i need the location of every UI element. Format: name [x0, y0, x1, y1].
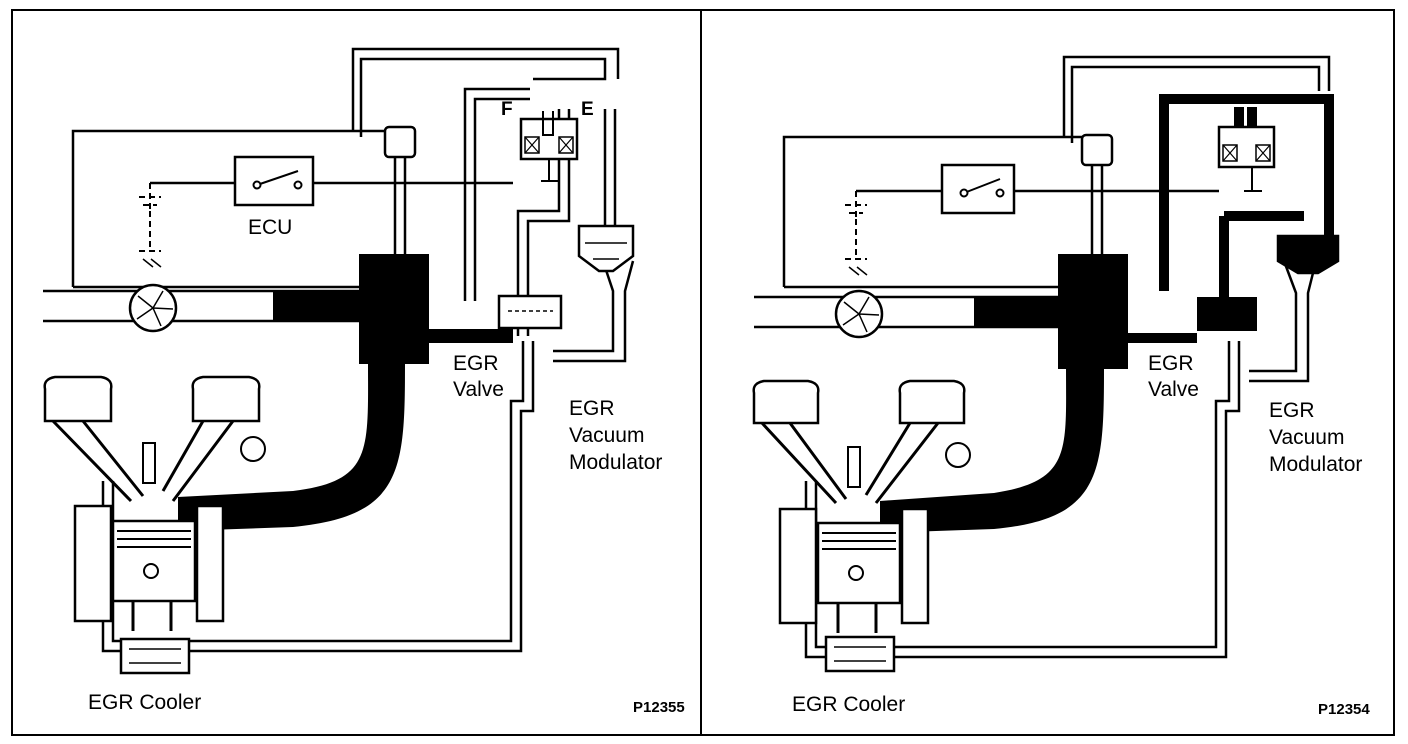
vacuum-hose-top — [1062, 55, 1331, 137]
vacuum-hose-top-inner — [1070, 65, 1321, 143]
exhaust-gas-flow — [429, 329, 513, 343]
intake-chamber — [359, 254, 429, 364]
modulator-neck — [553, 260, 635, 363]
spark-plug — [847, 446, 861, 488]
ecu-label: ECU — [248, 216, 293, 239]
egr-gas-passage — [178, 361, 405, 531]
egr-valve-body — [1197, 297, 1257, 331]
ecu-switch-box — [940, 163, 1016, 215]
terminal-e-label: E — [581, 99, 594, 120]
modulator-neck — [1249, 260, 1318, 383]
piston — [816, 521, 902, 605]
figure-frame — [11, 9, 1395, 736]
egr-vacuum-modulator-body — [577, 224, 635, 273]
intake-valve-cap — [752, 379, 820, 425]
egr-vacuum-modulator-body — [1276, 234, 1340, 275]
wire-ecu-loop — [71, 129, 393, 287]
panel-divider — [700, 9, 702, 736]
vacuum-line-vsv-valve — [526, 109, 571, 336]
figure-code-label: P12355 — [633, 699, 685, 716]
intake-valve-cap — [43, 375, 113, 423]
egr-vacuum-modulator-label: EGR Vacuum Modulator — [569, 397, 663, 474]
egr-vacuum-modulator-label: EGR Vacuum Modulator — [1269, 399, 1363, 476]
egr-cooler-body — [824, 635, 896, 673]
egr-system-diagram-left — [43, 47, 635, 675]
exhaust-gas-flow — [1128, 333, 1197, 343]
exhaust-valve-cap — [898, 379, 966, 425]
pressure-sensor — [383, 125, 417, 159]
vacuum-hose-top — [351, 47, 620, 131]
vacuum-hose-top-inner — [359, 57, 607, 137]
vacuum-hose-to-vsv — [463, 87, 530, 301]
exhaust-valve-cap — [191, 375, 261, 423]
egr-diagram-right-panel: EGR Valve EGR Vacuum Modulator EGR Coole… — [704, 11, 1393, 734]
egr-cooler-body — [119, 637, 191, 675]
egr-diagram-left-panel: ECU F E EGR Valve EGR Vacuum Modulator E… — [13, 11, 702, 734]
ecu-switch-box — [233, 155, 315, 207]
cylinder-walls — [778, 507, 930, 625]
terminal-f-label: F — [501, 99, 513, 120]
wire-ecu-loop — [782, 135, 1099, 287]
egr-cooler-label: EGR Cooler — [88, 691, 202, 714]
intake-chamber — [1058, 254, 1128, 369]
spark-plug — [142, 442, 156, 484]
battery-symbol — [139, 183, 161, 252]
cylinder-walls — [73, 504, 225, 623]
injector — [945, 442, 971, 468]
exhaust-loop — [111, 341, 525, 643]
egr-valve-label: EGR Valve — [453, 352, 504, 401]
pressure-sensor — [1080, 133, 1114, 167]
egr-valve-body — [497, 294, 563, 330]
piston — [111, 519, 197, 603]
figure-code-label: P12354 — [1318, 701, 1370, 718]
vacuum-line-active — [1159, 94, 1334, 291]
egr-system-diagram-right — [752, 55, 1340, 673]
battery-symbol — [845, 191, 867, 260]
egr-valve-label: EGR Valve — [1148, 352, 1199, 401]
egr-gas-passage — [880, 366, 1104, 533]
injector — [240, 436, 266, 462]
egr-cooler-label: EGR Cooler — [792, 693, 906, 716]
